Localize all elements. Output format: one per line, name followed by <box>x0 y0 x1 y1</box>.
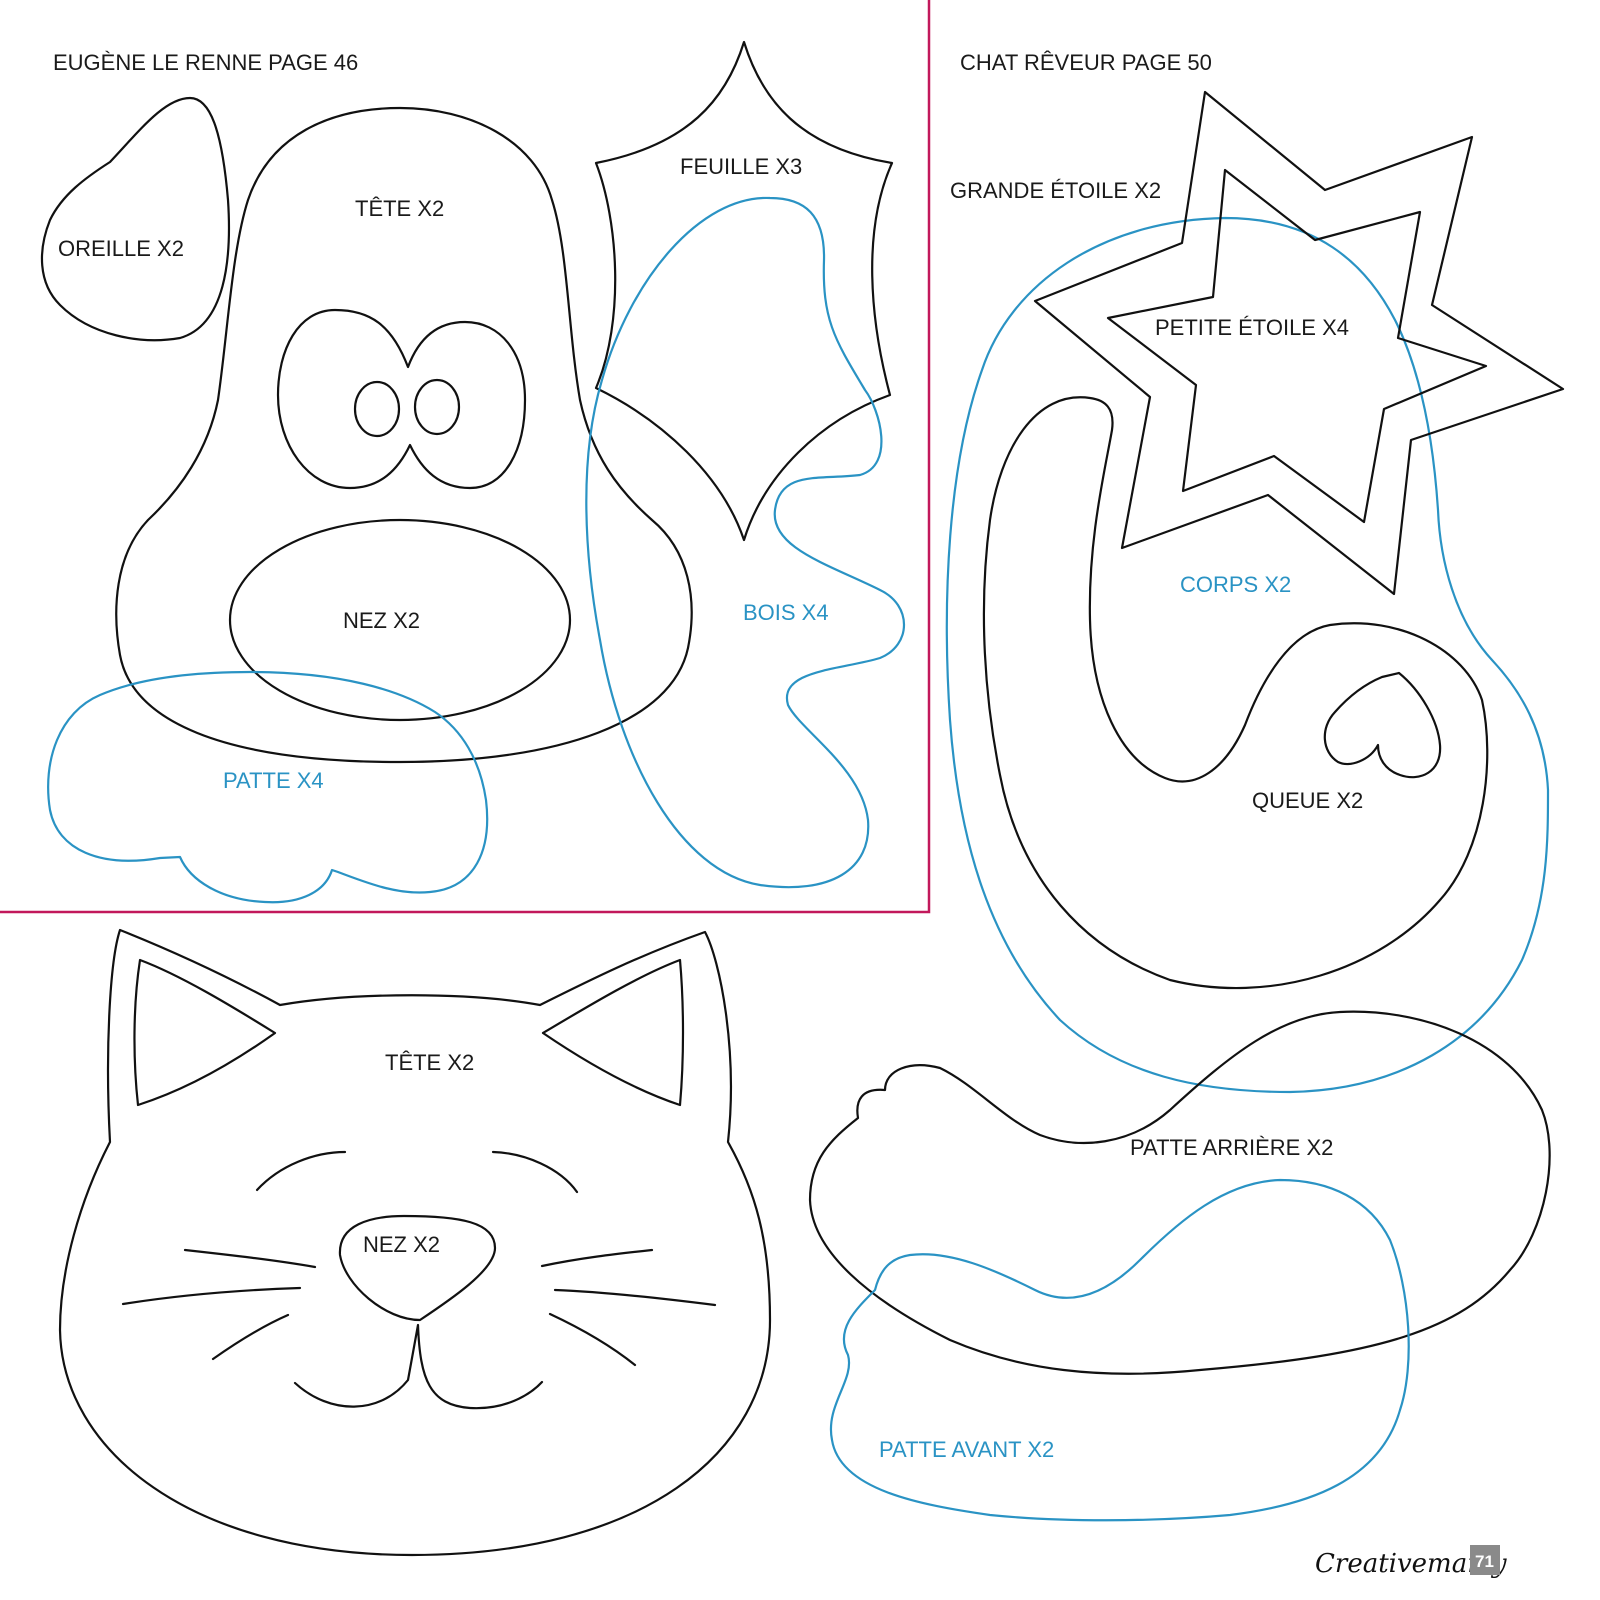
reindeer-leaf-label: FEUILLE X3 <box>680 154 802 179</box>
cat-back-leg-label: PATTE ARRIÈRE X2 <box>1130 1135 1333 1160</box>
cat-right-eye-pattern <box>491 1150 579 1194</box>
reindeer-paw-label: PATTE X4 <box>223 768 324 793</box>
cat-mouth-pattern <box>293 1323 544 1410</box>
reindeer-antler-label: BOIS X4 <box>743 600 829 625</box>
reindeer-leaf-pattern <box>594 40 894 542</box>
reindeer-ear-pattern <box>40 96 231 342</box>
page-number-badge <box>1470 1545 1500 1575</box>
cat-whiskers-left <box>121 1248 317 1361</box>
page-number: 71 <box>1475 1552 1494 1571</box>
cat-small-star-pattern <box>1106 168 1488 524</box>
reindeer-right-eye-pattern <box>413 378 461 436</box>
cat-head-label: TÊTE X2 <box>385 1050 474 1075</box>
cat-heart-pattern <box>1323 671 1442 779</box>
reindeer-left-eye-pattern <box>353 380 401 438</box>
cat-right-ear-pattern <box>541 958 685 1107</box>
cat-title: CHAT RÊVEUR PAGE 50 <box>960 50 1212 75</box>
cat-tail-pattern <box>982 396 1489 990</box>
reindeer-section-frame <box>0 0 931 914</box>
cat-head-pattern <box>58 928 772 1557</box>
reindeer-eyes-outer-pattern <box>276 308 527 490</box>
reindeer-title: EUGÈNE LE RENNE PAGE 46 <box>53 50 358 75</box>
cat-left-ear-pattern <box>133 958 277 1107</box>
cat-whiskers-right <box>540 1248 717 1367</box>
cat-body-label: CORPS X2 <box>1180 572 1291 597</box>
cat-body-pattern <box>945 216 1550 1094</box>
cat-small-star-label: PETITE ÉTOILE X4 <box>1155 315 1349 340</box>
cat-nose-pattern <box>338 1214 497 1322</box>
cat-left-eye-pattern <box>255 1150 347 1192</box>
reindeer-nose-label: NEZ X2 <box>343 608 420 633</box>
reindeer-paw-pattern <box>47 670 489 904</box>
reindeer-antler-pattern <box>585 196 905 889</box>
reindeer-nose-pattern <box>228 518 572 722</box>
cat-nose-label: NEZ X2 <box>363 1232 440 1257</box>
cat-big-star-label: GRANDE ÉTOILE X2 <box>950 178 1161 203</box>
cat-back-leg-pattern <box>808 1010 1551 1375</box>
reindeer-head-label: TÊTE X2 <box>355 196 444 221</box>
reindeer-head-pattern <box>115 106 693 764</box>
cat-front-leg-label: PATTE AVANT X2 <box>879 1437 1054 1462</box>
reindeer-ear-label: OREILLE X2 <box>58 236 184 261</box>
cat-big-star-pattern <box>1033 90 1565 596</box>
cat-tail-label: QUEUE X2 <box>1252 788 1363 813</box>
cat-front-leg-pattern <box>829 1178 1410 1522</box>
